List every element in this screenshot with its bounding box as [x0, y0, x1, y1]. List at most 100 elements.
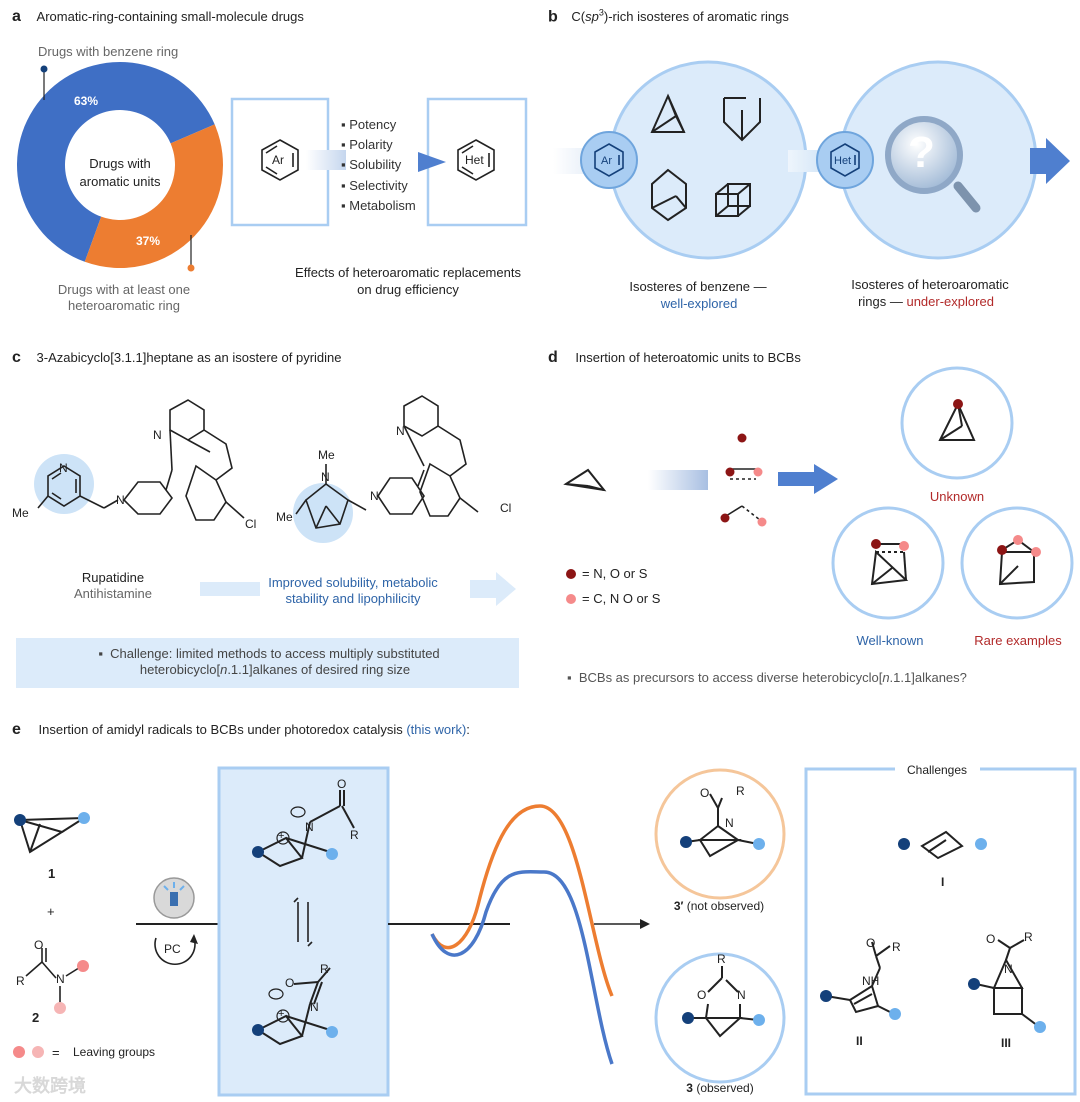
p3prime-caption: 3′ (not observed): [673, 899, 765, 913]
leaving-eq: =: [52, 1045, 60, 1060]
int2-o: O: [285, 976, 295, 990]
cI-dot-light: [975, 838, 987, 850]
cubane-isostere-icon: [715, 183, 751, 217]
panel-a-label: a: [12, 8, 21, 25]
panel-c-label: c: [12, 349, 21, 366]
cII-dot-dark: [820, 990, 832, 1002]
challenge-line-2: heterobicyclo[n.1.1]alkanes of desired r…: [139, 662, 411, 677]
c1-dot-dark: [14, 814, 26, 826]
improvement-2: stability and lipophilicity: [285, 591, 421, 606]
well-known-label: Well-known: [856, 633, 924, 648]
rare-atom-2: [1013, 535, 1023, 545]
p3p-n: N: [725, 816, 734, 830]
leader-dot-bottom: [187, 264, 195, 272]
plus-sign: +: [47, 904, 55, 919]
int2-cation: [276, 1009, 290, 1023]
rare-label: Rare examples: [974, 633, 1062, 648]
arrow-c-right: [470, 572, 516, 606]
hetero-units: [720, 433, 767, 527]
leaving-legend-dot-1: [13, 1046, 25, 1058]
bcp-isostere-icon: [650, 93, 686, 133]
het-node-ring: [830, 143, 860, 177]
challenges-title: Challenges: [906, 763, 968, 777]
challenge-line-1: ▪ Challenge: limited methods to access m…: [98, 646, 440, 661]
benzene-caption: Drugs with benzene ring: [38, 44, 179, 59]
azabicycle-core: [295, 464, 367, 529]
panel-b-header: b C(sp3)-rich isosteres of aromatic ring…: [548, 8, 789, 26]
product-3prime-structure: [685, 793, 759, 858]
pc-cycle-arrow: [154, 937, 196, 965]
c-cl-left: Cl: [245, 517, 257, 531]
panel-b-label: b: [548, 8, 558, 26]
pyridine-ring: [37, 465, 119, 509]
cIII-r: R: [1024, 930, 1033, 944]
effect-solubility: ▪ Solubility: [341, 157, 402, 172]
leaving-legend-dot-2: [32, 1046, 44, 1058]
int2-dot-light: [326, 1026, 338, 1038]
panel-d-title: Insertion of heteroatomic units to BCBs: [575, 350, 801, 365]
legend-dot-dark: [566, 569, 576, 579]
panel-d-header: d Insertion of heteroatomic units to BCB…: [548, 349, 801, 367]
b-caption-right-1: Isosteres of heteroaromatic: [851, 277, 1009, 292]
challenge-III-label: III: [1001, 1036, 1012, 1050]
int1-radical-lobe: [290, 806, 306, 818]
p3-r: R: [717, 952, 726, 966]
cIII-n: N: [1004, 962, 1013, 976]
c-n-pyr-left: N: [153, 428, 162, 442]
effects-caption-2: on drug efficiency: [357, 282, 459, 297]
panel-a-header: a Aromatic-ring-containing small-molecul…: [12, 8, 304, 26]
c2-o: O: [34, 938, 44, 952]
b-het-label: Het: [834, 155, 852, 167]
rare-atom-1: [997, 545, 1007, 555]
int2-plus: +: [278, 1008, 285, 1020]
int1-o: O: [337, 777, 347, 791]
c-me-left: Me: [12, 506, 29, 520]
effects-arrow: [418, 152, 446, 172]
c-n-aza: N: [321, 470, 330, 484]
c1-dot-light: [78, 812, 90, 824]
not-observed-circle: [654, 768, 786, 900]
panel-c-title: 3-Azabicyclo[3.1.1]heptane as an isoster…: [36, 350, 342, 365]
cII-nh: NH: [862, 974, 880, 988]
het-node: [816, 131, 874, 189]
effect-potency: ▪ Potency: [341, 117, 397, 132]
p3-caption: 3 (observed): [686, 1081, 754, 1095]
cIII-dot-dark: [968, 978, 980, 990]
b-caption-left-status: well-explored: [660, 296, 738, 311]
watermark: 大数跨境: [14, 1076, 86, 1096]
well-known-atom-1: [871, 539, 881, 549]
cI-dot-dark: [898, 838, 910, 850]
donut-center-1: Drugs with: [89, 156, 151, 171]
challenges-box: [804, 767, 1077, 1096]
rupatadine-core-left: [122, 399, 245, 521]
rare-atom-3: [1031, 547, 1041, 557]
unknown-hetero-atom: [953, 399, 963, 409]
cII-dot-light: [889, 1008, 901, 1020]
int1-r: R: [350, 828, 359, 842]
d-fade: [648, 470, 708, 490]
p3-dot-light: [753, 1014, 765, 1026]
challenge-I-structure: [920, 830, 964, 860]
effects-fade: [306, 150, 346, 170]
c-n-pip-left: N: [116, 493, 125, 507]
cIII-o: O: [986, 932, 996, 946]
int1-dot-dark: [252, 846, 264, 858]
c2-leaving-2: [54, 1002, 66, 1014]
ar-node-ring: [594, 143, 624, 177]
well-known-atom-2: [899, 541, 909, 551]
intermediate-1: [257, 790, 355, 868]
panel-d-label: d: [548, 349, 558, 366]
panel-c-header: c 3-Azabicyclo[3.1.1]heptane as an isost…: [12, 349, 342, 367]
legend-1: = N, O or S: [582, 566, 648, 581]
int2-r: R: [320, 962, 329, 976]
panel-a-title: Aromatic-ring-containing small-molecule …: [36, 9, 304, 24]
bicyclohexane-isostere-icon: [723, 97, 761, 142]
d-arrow: [778, 464, 838, 494]
c-me-right: Me: [276, 510, 293, 524]
challenge-I-label: I: [941, 875, 945, 889]
compound-1-label: 1: [48, 866, 56, 881]
p3p-dot-dark: [680, 836, 692, 848]
het-ring-icon: [457, 139, 495, 181]
reaction-arrow-right-head: [640, 919, 650, 929]
p3-o: O: [697, 988, 707, 1002]
